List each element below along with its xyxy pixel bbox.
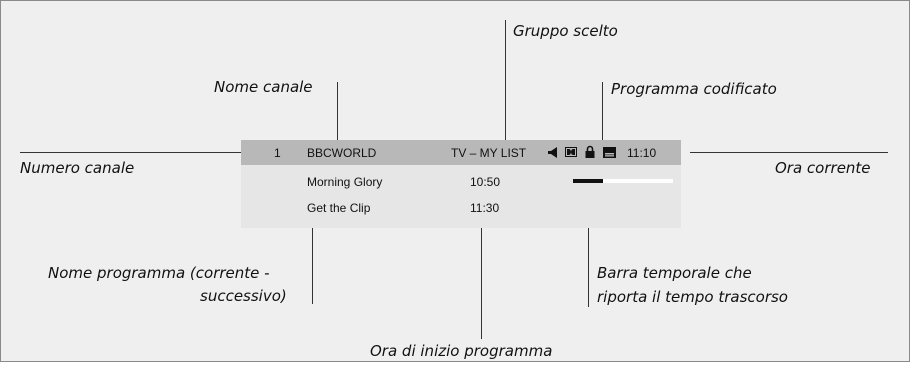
leader-start-time <box>481 218 482 339</box>
osd-clock: 11:10 <box>627 146 657 160</box>
elapsed-time-fill <box>573 179 603 183</box>
leader-current-time <box>690 152 888 153</box>
dolby-icon <box>565 147 577 157</box>
leader-time-bar <box>588 182 589 307</box>
speaker-icon <box>548 147 557 158</box>
program-next-start: 11:30 <box>470 201 500 215</box>
label-time-bar-1: Barra temporale che <box>597 264 752 282</box>
label-channel-name: Nome canale <box>214 78 313 96</box>
label-start-time: Ora di inizio programma <box>370 342 553 360</box>
label-time-bar-2: riporta il tempo trascorso <box>597 288 788 306</box>
leader-encoded <box>602 82 603 140</box>
program-current-start: 10:50 <box>470 175 501 189</box>
osd-channel-number: 1 <box>274 146 281 160</box>
leader-channel-number <box>20 152 270 153</box>
program-current-title: Morning Glory <box>307 175 383 189</box>
subtitle-icon <box>603 147 616 158</box>
label-current-time: Ora corrente <box>775 159 871 177</box>
tv-osd: 1 BBCWORLD TV – MY LIST 11:10 <box>241 140 681 228</box>
label-encoded-program: Programma codificato <box>611 80 777 98</box>
leader-group <box>505 20 506 140</box>
leader-program-name <box>312 216 313 304</box>
leader-channel-name <box>337 82 338 140</box>
label-program-name-2: successivo) <box>200 287 287 305</box>
osd-channel-name: BBCWORLD <box>307 146 377 160</box>
osd-group: TV – MY LIST <box>451 146 527 160</box>
label-group-selected: Gruppo scelto <box>513 22 618 40</box>
lock-icon <box>585 145 595 158</box>
osd-program-panel: Morning Glory 10:50 Get the Clip 11:30 <box>241 165 681 228</box>
label-channel-number: Numero canale <box>20 159 135 177</box>
label-program-name-1: Nome programma (corrente - <box>48 264 270 282</box>
osd-info-bar: 1 BBCWORLD TV – MY LIST 11:10 <box>241 140 681 165</box>
program-next-title: Get the Clip <box>307 201 371 215</box>
elapsed-time-bar <box>573 179 673 183</box>
